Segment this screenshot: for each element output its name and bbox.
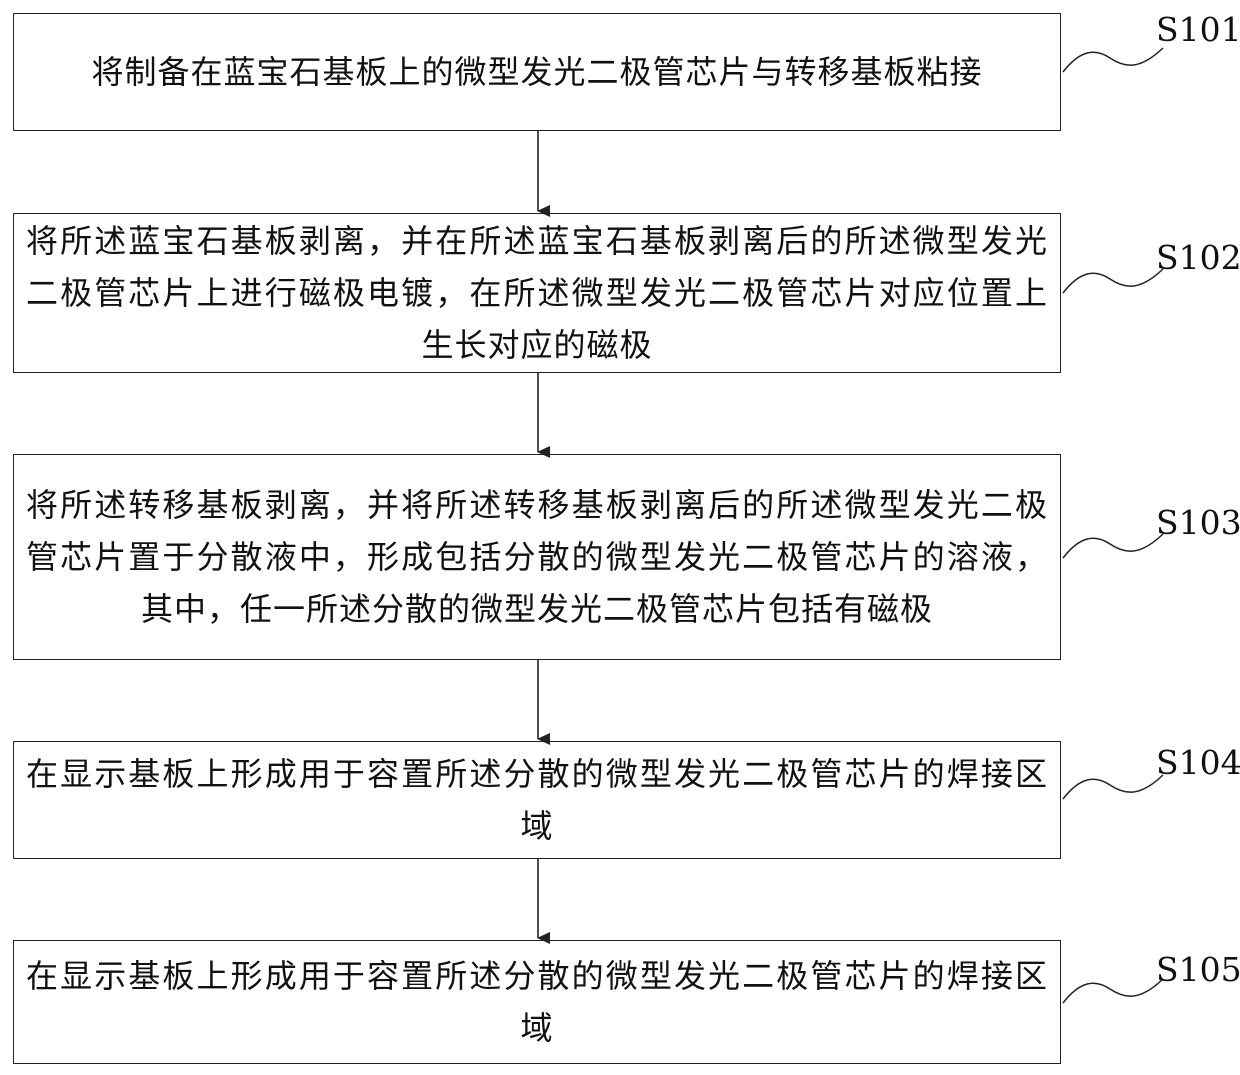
step-box-s104: 在显示基板上形成用于容置所述分散的微型发光二极管芯片的焊接区域: [13, 741, 1061, 859]
leader-s104: [1063, 775, 1163, 799]
step-text-s104: 在显示基板上形成用于容置所述分散的微型发光二极管芯片的焊接区域: [26, 748, 1048, 852]
step-text-s101: 将制备在蓝宝石基板上的微型发光二极管芯片与转移基板粘接: [26, 46, 1048, 98]
step-label-s105: S105: [1156, 952, 1240, 988]
step-box-s102: 将所述蓝宝石基板剥离，并在所述蓝宝石基板剥离后的所述微型发光二极管芯片上进行磁极…: [13, 213, 1061, 373]
step-label-s104: S104: [1156, 745, 1240, 781]
step-label-s103: S103: [1156, 505, 1240, 541]
step-box-s105: 在显示基板上形成用于容置所述分散的微型发光二极管芯片的焊接区域: [13, 940, 1061, 1064]
step-label-s101: S101: [1156, 12, 1240, 48]
leader-s102: [1063, 269, 1163, 293]
step-text-s102: 将所述蓝宝石基板剥离，并在所述蓝宝石基板剥离后的所述微型发光二极管芯片上进行磁极…: [26, 215, 1048, 371]
leader-s105: [1063, 979, 1163, 1003]
step-box-s101: 将制备在蓝宝石基板上的微型发光二极管芯片与转移基板粘接: [13, 13, 1061, 131]
step-label-s102: S102: [1156, 240, 1240, 276]
leader-s101: [1063, 48, 1163, 72]
step-text-s105: 在显示基板上形成用于容置所述分散的微型发光二极管芯片的焊接区域: [26, 950, 1048, 1054]
leader-s103: [1063, 534, 1163, 558]
step-box-s103: 将所述转移基板剥离，并将所述转移基板剥离后的所述微型发光二极管芯片置于分散液中，…: [13, 454, 1061, 660]
step-text-s103: 将所述转移基板剥离，并将所述转移基板剥离后的所述微型发光二极管芯片置于分散液中，…: [26, 479, 1048, 635]
